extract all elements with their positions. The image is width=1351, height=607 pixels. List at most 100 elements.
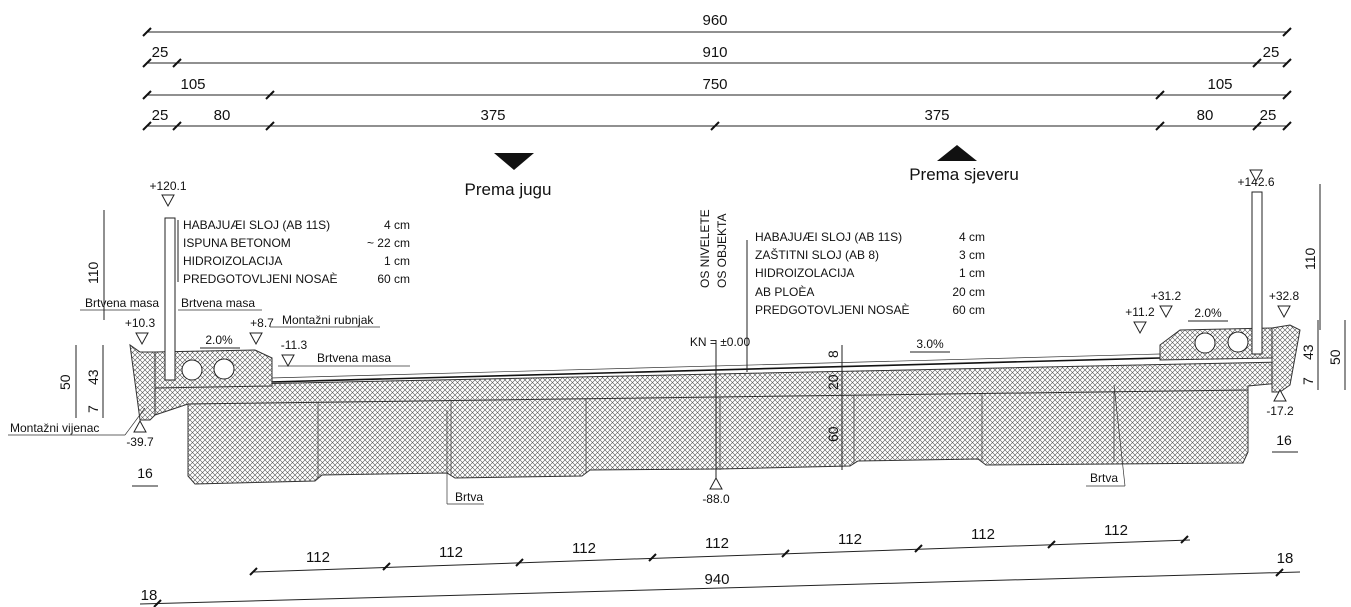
dim-left-43: 43 [85, 369, 101, 385]
elevation-triangle-icon [1249, 169, 1263, 183]
layer-center-value: 1 cm [959, 266, 985, 280]
dim-row4-1: 25 [152, 107, 169, 124]
layer-center-name: HABAJUÆI SLOJ (AB 11S) [755, 230, 902, 244]
layer-left-name: HIDROIZOLACIJA [183, 254, 282, 268]
elev-left-curb: +10.3 [125, 316, 156, 330]
dim-line-girders [252, 539, 1191, 573]
dim-ticks [142, 27, 1292, 131]
layer-center-name: ZAŠTITNI SLOJ (AB 8) [755, 247, 879, 262]
dim-total-width: 960 [702, 12, 727, 29]
dim-line-total [139, 571, 1301, 605]
layer-left-value: 4 cm [384, 218, 410, 232]
dim-row3-right: 105 [1207, 76, 1232, 93]
elev-left-rail-top: +120.1 [149, 179, 186, 193]
dim-left-16: 16 [137, 465, 153, 481]
top-dimension-chains: 960 25 910 25 105 750 105 25 80 375 375 … [142, 12, 1292, 131]
dim-center-60: 60 [825, 426, 841, 442]
direction-north-label: Prema sjeveru [909, 165, 1019, 184]
elevation-triangle-icon [133, 419, 147, 433]
dim-bottom-right: 18 [1277, 550, 1294, 567]
layer-center-name: HIDROIZOLACIJA [755, 266, 854, 280]
girder-dim-ticks [249, 535, 1189, 576]
elevation-triangle-icon [1277, 305, 1291, 319]
layer-left-name: PREDGOTOVLJENI NOSAÈ [183, 271, 337, 286]
layers-left: HABAJUÆI SLOJ (AB 11S) 4 cm ISPUNA BETON… [183, 218, 410, 286]
left-cornice [129, 343, 156, 421]
south-arrow-icon [494, 153, 534, 170]
girder-joints [317, 387, 1115, 478]
dim-girder-3: 112 [572, 540, 596, 557]
layers-center: HABAJUÆI SLOJ (AB 11S) 4 cm ZAŠTITNI SLO… [755, 230, 985, 317]
layer-left-name: HABAJUÆI SLOJ (AB 11S) [183, 218, 330, 232]
axis-os-nivelete: OS NIVELETE [698, 209, 712, 288]
right-vertical-dims: 110 50 43 7 16 [1272, 184, 1346, 453]
dim-left-50: 50 [57, 374, 73, 390]
elevation-markers: +120.1 +142.6 +10.3 +8.7 -11.3 -39.7 +11… [125, 169, 1300, 506]
layer-left-value: 60 cm [377, 272, 410, 286]
callout-brtvena-masa-gutter: Brtvena masa [317, 351, 391, 365]
callout-brtva-left: Brtva [455, 490, 483, 504]
elevation-triangle-icon [1273, 388, 1287, 402]
elev-left-bottom: -39.7 [126, 435, 154, 449]
dim-girder-4: 112 [705, 535, 729, 552]
dim-row2-right: 25 [1263, 44, 1280, 61]
slope-deck: 3.0% [916, 337, 944, 351]
center-vertical-dims: 8 20 60 [825, 345, 843, 470]
elevation-triangle-icon [249, 332, 263, 346]
direction-south: Prema jugu [465, 153, 552, 199]
dim-row3-left: 105 [180, 76, 205, 93]
dim-row4-3: 375 [480, 107, 505, 124]
dim-right-50: 50 [1327, 349, 1343, 365]
elev-right-rail-top: +142.6 [1237, 175, 1274, 189]
right-railing [1251, 191, 1263, 355]
layer-center-value: 60 cm [952, 303, 985, 317]
dim-bottom-left: 18 [141, 587, 158, 604]
dim-center-20: 20 [825, 374, 841, 390]
dim-right-110: 110 [1302, 247, 1318, 270]
dim-girder-5: 112 [838, 531, 862, 548]
right-duct-2 [1227, 331, 1249, 353]
left-vertical-dims: 110 50 43 7 16 [57, 210, 158, 487]
precast-girders [187, 384, 1249, 485]
layer-center-value: 3 cm [959, 248, 985, 262]
right-cornice [1271, 324, 1301, 393]
elevation-triangle-icon [1133, 321, 1147, 335]
callout-brtvena-masa-mid: Brtvena masa [181, 296, 255, 310]
dim-row2-center: 910 [702, 44, 727, 61]
dim-left-7: 7 [85, 405, 101, 413]
dim-girder-2: 112 [439, 544, 463, 561]
elevation-triangle-icon [1159, 305, 1173, 319]
layer-left-value: 1 cm [384, 254, 410, 268]
elev-left-gutter: -11.3 [281, 338, 308, 352]
kn-level-label: KN = ±0.00 [690, 335, 751, 349]
dim-girder-7: 112 [1104, 522, 1128, 539]
layer-left-value: ~ 22 cm [367, 236, 410, 250]
layer-center-name: PREDGOTOVLJENI NOSAÈ [755, 302, 909, 317]
wearing-layer [269, 357, 1161, 383]
elev-center-bottom: -88.0 [702, 492, 730, 506]
bridge-structure [129, 191, 1301, 485]
slope-left: 2.0% [205, 333, 233, 347]
callout-montazni-vijenac: Montažni vijenac [10, 421, 99, 435]
dim-bottom-total: 940 [704, 571, 729, 588]
dim-row4-4: 375 [924, 107, 949, 124]
elev-right-curb-top: +31.2 [1151, 289, 1182, 303]
elevation-triangle-icon [281, 354, 295, 368]
dim-right-43: 43 [1300, 344, 1316, 360]
elev-right-inner: +11.2 [1125, 305, 1155, 319]
left-railing [164, 217, 176, 381]
dim-center-8: 8 [825, 350, 841, 358]
dim-row4-5: 80 [1197, 107, 1214, 124]
right-duct-1 [1194, 332, 1216, 354]
dim-row4-6: 25 [1260, 107, 1277, 124]
dim-right-16: 16 [1276, 432, 1292, 448]
dim-row2-left: 25 [152, 44, 169, 61]
elev-right-outer: +32.8 [1269, 289, 1300, 303]
dim-girder-1: 112 [306, 549, 330, 566]
direction-south-label: Prema jugu [465, 180, 552, 199]
axis-os-objekta: OS OBJEKTA [715, 214, 729, 288]
layer-center-value: 20 cm [952, 285, 985, 299]
left-duct-1 [181, 359, 203, 381]
dim-right-7: 7 [1300, 377, 1316, 385]
